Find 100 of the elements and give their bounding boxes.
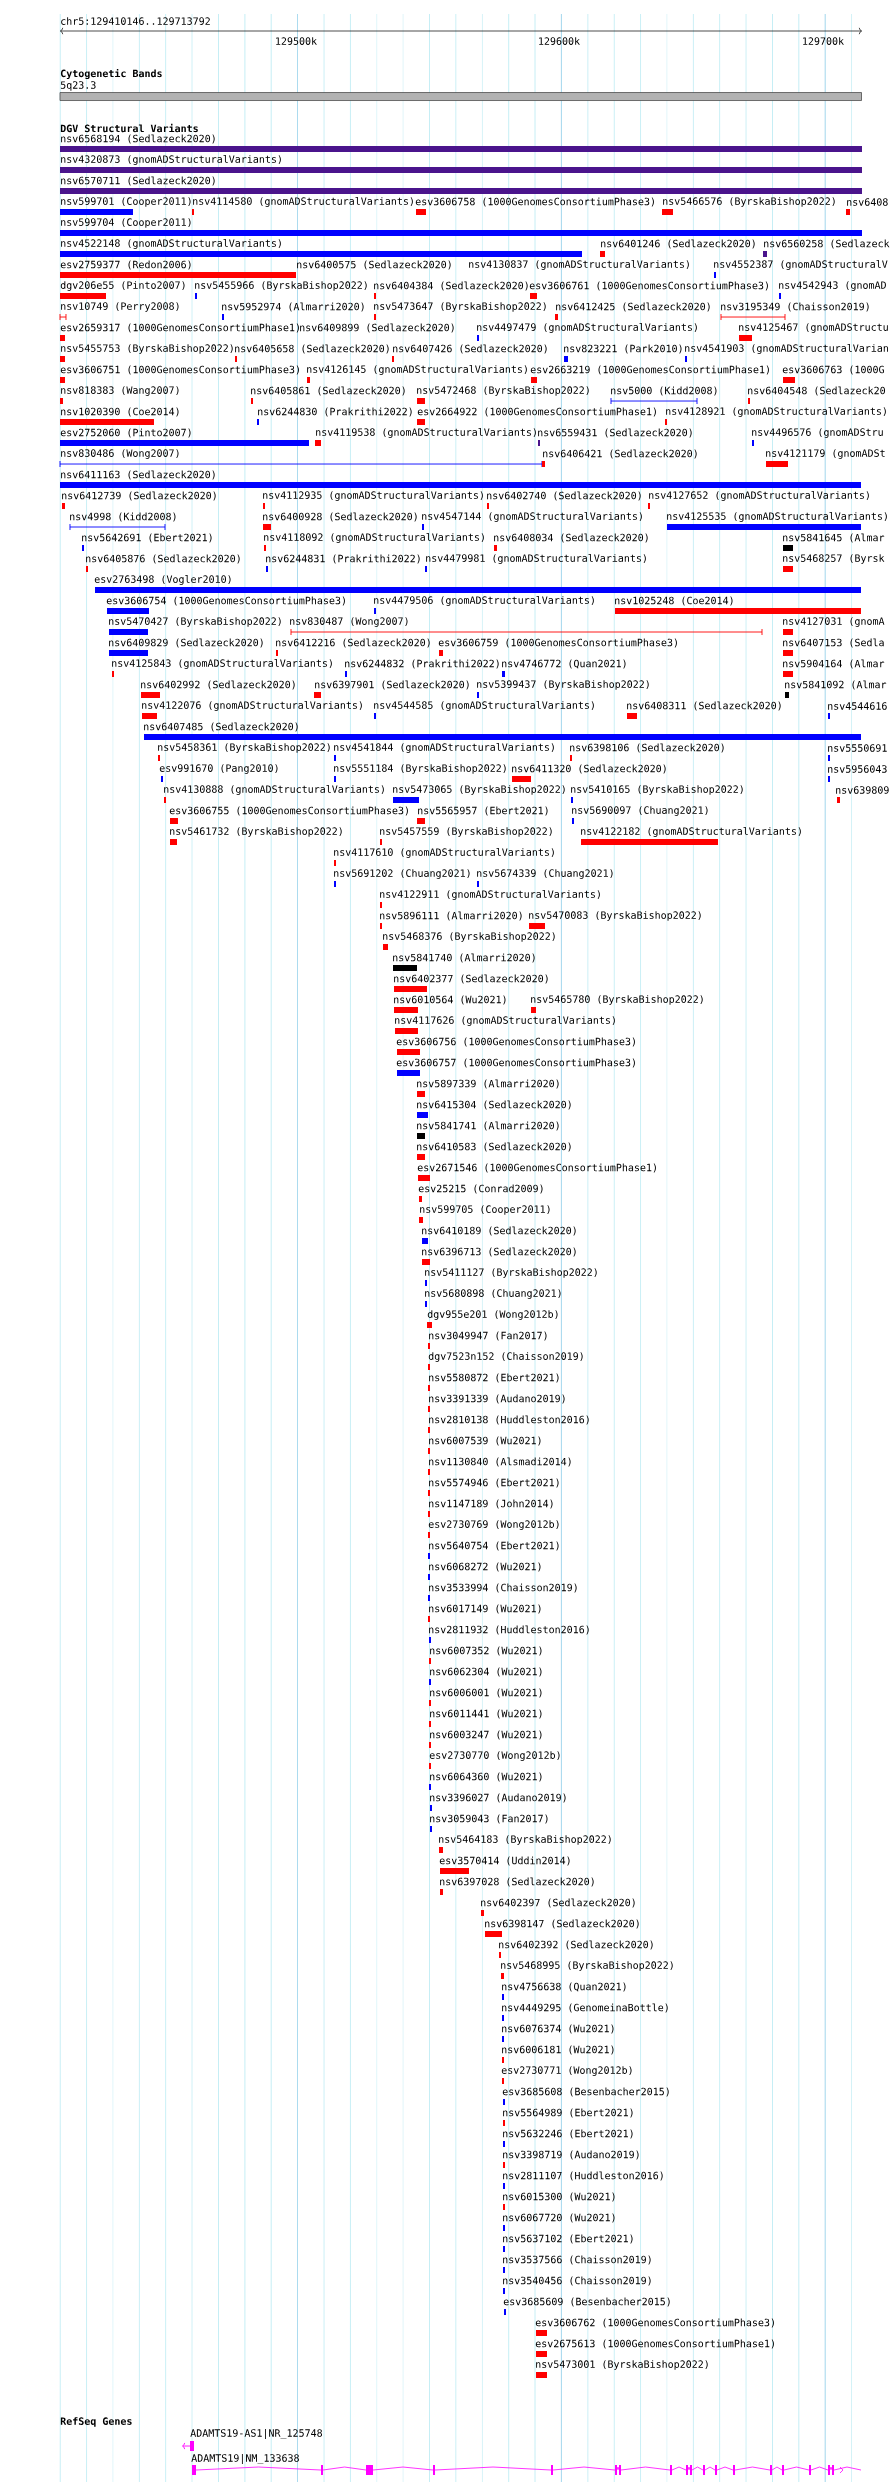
variant-label: nsv4127652 (gnomADStructuralVariants) — [649, 491, 869, 501]
variant-label: esv3685608 (Besenbacher2015) — [502, 2087, 669, 2097]
tick-label: 129600k — [539, 37, 580, 45]
variant-label: esv3606759 (1000GenomesConsortiumPhase3) — [438, 638, 677, 648]
cytoband-label: 5q23.3 — [60, 81, 96, 91]
variant-label: nsv4122076 (gnomADStructuralVariants) — [142, 701, 362, 711]
variant-label: esv2664922 (1000GenomesConsortiumPhase1) — [417, 407, 656, 417]
variant-label: nsv4756638 (Quan2021) — [502, 1982, 626, 1992]
variant-label: nsv5574946 (Ebert2021) — [429, 1478, 559, 1488]
variant-label: nsv6560258 (Sedlazeck — [764, 239, 890, 249]
variant-label: nsv6409829 (Sedlazeck2020) — [109, 638, 263, 648]
track-title: RefSeq Genes — [60, 2417, 132, 2427]
variant-label: nsv2811107 (Huddleston2016) — [503, 2171, 663, 2181]
variant-label: nsv6244830 (Prakrithi2022) — [258, 407, 412, 417]
gene-label: ADAMTS19-AS1|NR_125748 — [190, 2429, 322, 2439]
variant-label: nsv5470083 (ByrskaBishop2022) — [529, 911, 701, 921]
variant-label: nsv6570711 (Sedlazeck2020) — [61, 176, 215, 186]
variant-label: nsv4541903 (gnomADStructuralVarian — [685, 344, 888, 354]
variant-label: nsv3533994 (Chaisson2019) — [429, 1583, 577, 1593]
variant-label: nsv5841645 (Almar — [783, 533, 885, 543]
variant-label: nsv5473647 (ByrskaBishop2022) — [374, 302, 546, 312]
variant-label: nsv4497479 (gnomADStructuralVariants) — [477, 323, 697, 333]
variant-label: nsv3540456 (Chaisson2019) — [503, 2276, 651, 2286]
coordinate-range: chr5:129410146..129713792 — [61, 17, 210, 25]
variant-label: nsv4320873 (gnomADStructuralVariants) — [61, 155, 281, 165]
variant-label: nsv4542943 (gnomAD — [779, 281, 886, 291]
variant-label: nsv6415304 (Sedlazeck2020) — [417, 1100, 571, 1110]
variant-label: nsv3396027 (Audano2019) — [430, 1793, 566, 1803]
variant-label: nsv1025248 (Coe2014) — [615, 596, 733, 606]
variant-label: esv2659317 (1000GenomesConsortiumPhase1) — [60, 323, 299, 333]
variant-label: nsv5640754 (Ebert2021) — [429, 1541, 559, 1551]
variant-label: nsv6410189 (Sedlazeck2020) — [422, 1226, 576, 1236]
variant-label: esv2730771 (Wong2012b) — [501, 2066, 632, 2076]
variant-label: nsv5468995 (ByrskaBishop2022) — [501, 1961, 673, 1971]
variant-label: esv991670 (Pang2010) — [159, 764, 278, 774]
variant-label: nsv5956043 — [828, 765, 887, 773]
variant-label: nsv4126145 (gnomADStructuralVariants) — [307, 365, 527, 375]
variant-label: nsv5841092 (Almar — [785, 680, 887, 690]
variant-label: nsv4125535 (gnomADStructuralVariants) — [667, 512, 887, 522]
variant-label: nsv4552387 (gnomADStructuralV — [714, 260, 888, 270]
variant-label: nsv6007539 (Wu2021) — [429, 1436, 541, 1446]
variant-label: nsv1147189 (John2014) — [429, 1499, 553, 1509]
variant-label: nsv4122911 (gnomADStructuralVariants) — [380, 890, 600, 900]
variant-label: nsv5841740 (Almarri2020) — [393, 953, 535, 963]
variant-label: nsv4125843 (gnomADStructuralVariants) — [112, 659, 332, 669]
variant-label: nsv4544585 (gnomADStructuralVariants) — [374, 701, 594, 711]
variant-label: nsv6401246 (Sedlazeck2020) — [601, 239, 755, 249]
variant-label: nsv2811932 (Huddleston2016) — [429, 1625, 589, 1635]
variant-label: nsv6017149 (Wu2021) — [429, 1604, 541, 1614]
variant-label: esv2763498 (Vogler2010) — [94, 575, 231, 585]
variant-label: nsv830487 (Wong2007) — [290, 617, 408, 627]
variant-label: esv3606751 (1000GenomesConsortiumPhase3) — [60, 365, 299, 375]
variant-label: nsv5465780 (ByrskaBishop2022) — [531, 995, 703, 1005]
variant-label: esv2663219 (1000GenomesConsortiumPhase1) — [530, 365, 769, 375]
variant-label: nsv5464183 (ByrskaBishop2022) — [439, 1835, 611, 1845]
variant-label: nsv3391339 (Audano2019) — [429, 1394, 565, 1404]
variant-label: nsv5455966 (ByrskaBishop2022) — [195, 281, 367, 291]
variant-label: nsv5691202 (Chuang2021) — [334, 869, 470, 879]
variant-label: nsv3195349 (Chaisson2019) — [721, 302, 869, 312]
variant-label: nsv599704 (Cooper2011) — [61, 218, 191, 228]
variant-label: nsv6011441 (Wu2021) — [430, 1709, 542, 1719]
variant-label: nsv5550691 — [828, 744, 887, 752]
variant-label: esv3606758 (1000GenomesConsortiumPhase3) — [415, 197, 654, 207]
variant-label: nsv4998 (Kidd2008) — [70, 512, 176, 522]
variant-label: nsv6006181 (Wu2021) — [502, 2045, 614, 2055]
variant-label: dgv955e201 (Wong2012b) — [427, 1310, 558, 1320]
variant-label: nsv4112935 (gnomADStructuralVariants) — [263, 491, 483, 501]
track-title: DGV Structural Variants — [60, 123, 198, 133]
variant-label: nsv6400575 (Sedlazeck2020) — [297, 260, 451, 270]
variant-label: esv3606763 (1000G — [782, 365, 884, 375]
variant-label: nsv6408034 (Sedlazeck2020) — [494, 533, 648, 543]
variant-label: nsv639809 — [836, 786, 889, 794]
variant-label: nsv3398719 (Audano2019) — [503, 2150, 639, 2160]
variant-label: esv3685609 (Besenbacher2015) — [503, 2297, 670, 2307]
variant-label: nsv5690097 (Chuang2021) — [572, 806, 708, 816]
variant-label: nsv6062304 (Wu2021) — [430, 1667, 542, 1677]
variant-label: nsv6402392 (Sedlazeck2020) — [499, 1940, 653, 1950]
variant-label: nsv5468257 (Byrsk — [783, 554, 885, 564]
variant-label: nsv6010564 (Wu2021) — [394, 995, 506, 1005]
variant-label: nsv3049947 (Fan2017) — [429, 1331, 547, 1341]
variant-label: nsv4496576 (gnomADStru — [752, 428, 883, 438]
tick-label: 129500k — [276, 37, 317, 45]
gene-label: ADAMTS19|NM_133638 — [191, 2454, 299, 2464]
variant-label: nsv5565957 (Ebert2021) — [418, 806, 548, 816]
variant-label: nsv6407153 (Sedla — [783, 638, 884, 648]
variant-label: nsv4449295 (GenomeinaBottle) — [502, 2003, 668, 2013]
variant-label: nsv6244831 (Prakrithi2022) — [266, 554, 420, 564]
variant-label: nsv6067720 (Wu2021) — [503, 2213, 615, 2223]
variant-label: nsv5000 (Kidd2008) — [611, 386, 717, 396]
variant-label: esv3606754 (1000GenomesConsortiumPhase3) — [106, 596, 345, 606]
variant-label: nsv4479981 (gnomADStructuralVariants) — [426, 554, 646, 564]
variant-label: nsv5458361 (ByrskaBishop2022) — [158, 743, 330, 753]
variant-label: nsv5680898 (Chuang2021) — [425, 1289, 561, 1299]
variant-label: nsv6406421 (Sedlazeck2020) — [543, 449, 697, 459]
variant-label: nsv5674339 (Chuang2021) — [477, 869, 613, 879]
variant-label: nsv4127031 (gnomA — [783, 617, 885, 627]
variant-label: nsv6412216 (Sedlazeck2020) — [276, 638, 430, 648]
variant-label: nsv4122182 (gnomADStructuralVariants) — [581, 827, 801, 837]
variant-label: nsv10749 (Perry2008) — [61, 302, 179, 312]
variant-label: nsv6407426 (Sedlazeck2020) — [393, 344, 547, 354]
